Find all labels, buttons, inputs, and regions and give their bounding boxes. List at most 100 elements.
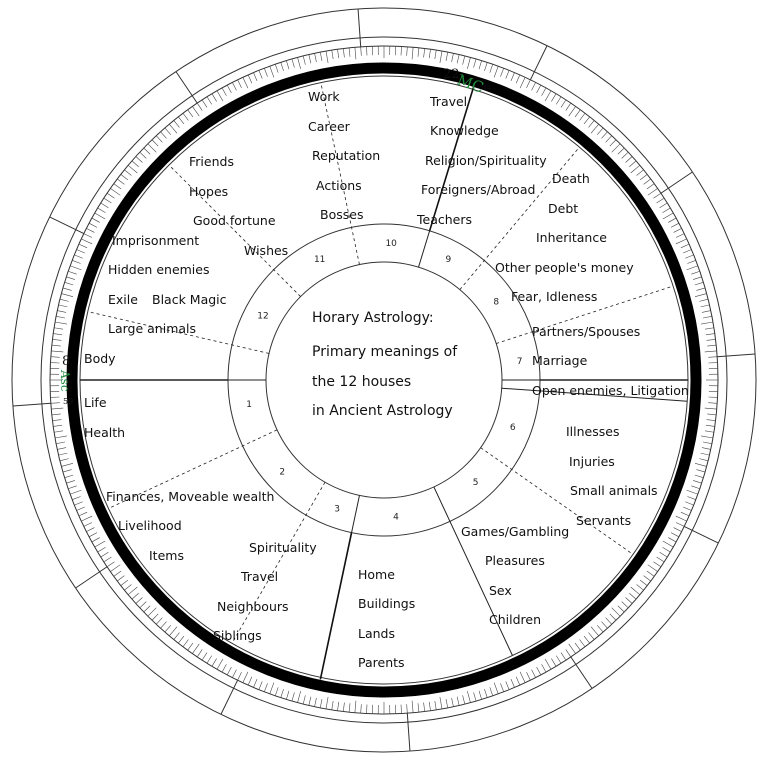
degree-tick xyxy=(280,62,284,71)
degree-tick xyxy=(319,698,323,708)
degree-tick xyxy=(680,243,690,249)
degree-tick xyxy=(705,424,715,427)
degree-tick xyxy=(74,501,83,506)
house-5-meaning: Pleasures xyxy=(485,553,545,568)
degree-tick xyxy=(269,66,275,78)
degree-tick xyxy=(630,586,641,595)
degree-tick xyxy=(78,511,88,517)
degree-tick xyxy=(636,584,644,591)
degree-tick xyxy=(617,147,625,155)
degree-tick xyxy=(53,424,63,427)
degree-tick xyxy=(51,413,61,416)
degree-tick xyxy=(694,474,704,478)
degree-tick xyxy=(484,689,488,698)
degree-tick xyxy=(88,532,98,538)
house-10-meaning: Actions xyxy=(316,178,362,193)
house-number: 10 xyxy=(385,239,397,249)
degree-tick xyxy=(100,202,109,209)
degree-tick xyxy=(135,597,143,604)
degree-tick xyxy=(106,192,115,199)
degree-tick xyxy=(694,282,704,286)
degree-tick xyxy=(662,547,671,553)
degree-tick xyxy=(342,48,345,58)
degree-tick xyxy=(127,165,138,174)
degree-tick xyxy=(237,79,242,89)
degree-tick xyxy=(56,315,66,319)
house-10-meanings: Work Career Reputation Actions Bosses xyxy=(308,89,380,222)
degree-tick xyxy=(701,321,713,325)
degree-tick xyxy=(596,625,604,633)
degree-tick xyxy=(579,113,586,121)
house-7-meaning: Marriage xyxy=(532,353,588,368)
degree-tick xyxy=(478,690,482,700)
degree-tick xyxy=(473,58,477,68)
house-8-meaning: Inheritance xyxy=(536,230,607,245)
degree-tick xyxy=(423,702,426,712)
house-number: 7 xyxy=(517,357,523,367)
house-9-meanings: Travel Knowledge Religion/Spirituality F… xyxy=(416,94,547,227)
house-cusp-line xyxy=(459,146,580,290)
house-12-meaning: Black Magic xyxy=(152,292,227,307)
degree-tick xyxy=(62,469,72,473)
degree-tick xyxy=(216,90,224,102)
thick-band xyxy=(66,62,702,698)
degree-tick xyxy=(510,679,515,688)
degree-tick xyxy=(686,265,698,271)
degree-tick xyxy=(694,293,707,297)
degree-tick xyxy=(55,435,67,439)
degree-tick xyxy=(656,556,665,563)
degree-tick xyxy=(173,120,180,128)
degree-tick xyxy=(182,113,189,121)
sign-divider xyxy=(75,566,108,589)
degree-tick xyxy=(536,666,542,676)
degree-tick xyxy=(700,304,710,308)
degree-tick xyxy=(662,207,671,213)
degree-tick xyxy=(58,452,68,456)
center-title-line: Primary meanings of xyxy=(312,344,458,360)
house-1-meaning: Life xyxy=(84,395,107,410)
degree-tick xyxy=(70,489,82,495)
degree-tick xyxy=(354,700,357,713)
degree-tick xyxy=(484,62,488,71)
degree-tick xyxy=(57,310,67,313)
degree-tick xyxy=(242,671,249,683)
house-8-meaning: Fear, Idleness xyxy=(511,289,597,304)
degree-tick xyxy=(707,344,717,347)
degree-tick xyxy=(621,151,629,159)
degree-tick xyxy=(50,402,60,404)
degree-tick xyxy=(473,692,477,702)
house-5-meaning: Children xyxy=(489,612,541,627)
degree-tick xyxy=(702,315,712,319)
sign-divider xyxy=(570,656,593,689)
house-10-meaning: Bosses xyxy=(320,207,363,222)
degree-tick xyxy=(583,116,590,125)
degree-tick xyxy=(269,682,275,694)
degree-tick xyxy=(565,649,572,658)
degree-tick xyxy=(590,123,599,134)
degree-tick xyxy=(456,54,460,64)
house-2-meanings: Finances, Moveable wealth Livelihood Ite… xyxy=(106,489,274,563)
degree-tick xyxy=(493,682,499,694)
degree-tick xyxy=(609,613,617,621)
degree-tick xyxy=(707,413,717,416)
house-3-meaning: Travel xyxy=(240,569,278,584)
degree-tick xyxy=(242,77,249,89)
degree-tick xyxy=(297,690,301,703)
degree-tick xyxy=(325,697,329,709)
degree-tick xyxy=(700,452,710,456)
degree-tick xyxy=(565,102,572,111)
degree-tick xyxy=(253,72,258,81)
degree-tick xyxy=(555,96,562,105)
degree-tick xyxy=(97,547,106,553)
degree-tick xyxy=(500,683,504,692)
degree-tick xyxy=(354,47,357,60)
house-number: 11 xyxy=(314,255,325,265)
degree-tick xyxy=(704,327,714,330)
degree-tick xyxy=(621,601,629,609)
degree-tick xyxy=(551,93,557,102)
degree-tick xyxy=(456,696,460,706)
degree-tick xyxy=(68,485,77,490)
degree-tick xyxy=(331,50,334,60)
degree-tick xyxy=(211,658,217,667)
